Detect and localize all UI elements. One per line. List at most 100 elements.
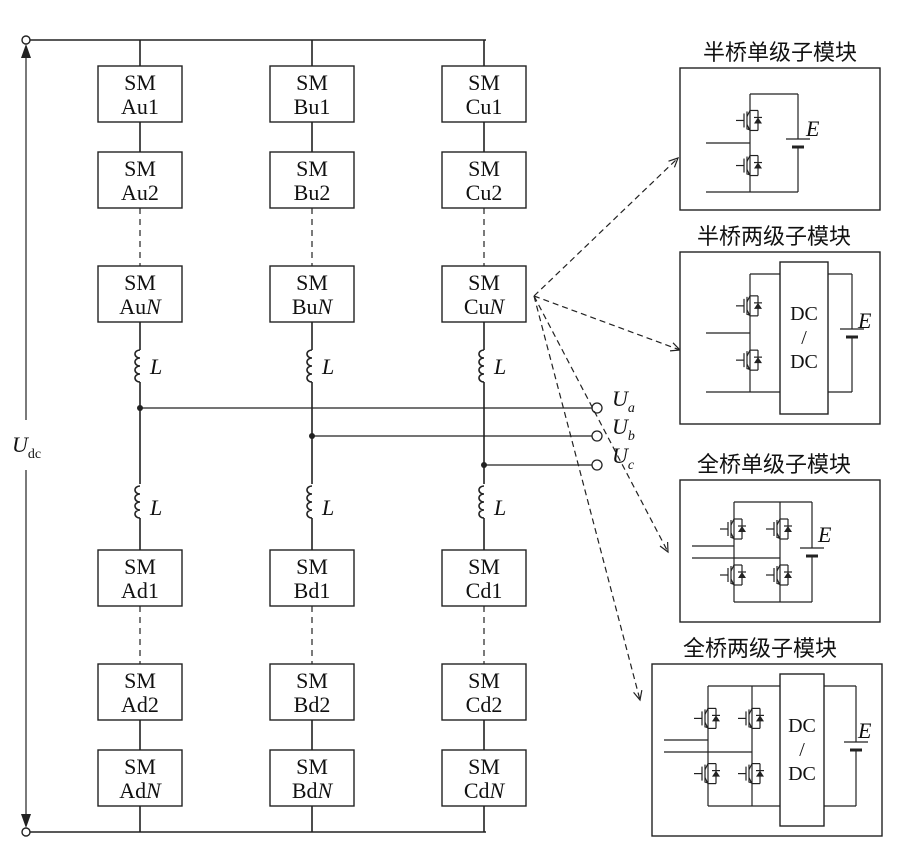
sm-lower-1-0-label-sm: SM xyxy=(296,554,328,579)
submodule-full-single: 全桥单级子模块 E xyxy=(679,453,881,623)
sm-upper-1-0-id-text: Bu1 xyxy=(294,94,331,119)
diode-triangle xyxy=(756,715,764,722)
sm-lower-2-1-label-id: Cd2 xyxy=(466,692,503,717)
sm-upper-1-2-box xyxy=(269,265,355,323)
sm-upper-0-0-label-sm: SM xyxy=(124,70,156,95)
output-terminal xyxy=(591,430,603,442)
sm-lower-2-0-label-id: Cd1 xyxy=(466,578,503,603)
sm-lower-0-0-id-text: Ad1 xyxy=(121,578,159,603)
diode-triangle xyxy=(738,526,746,532)
emitter-arrow xyxy=(777,582,780,585)
lower-inductor xyxy=(478,485,485,519)
sm-upper-1-0-label-sm: SM xyxy=(296,70,328,95)
collector xyxy=(776,564,781,572)
sm-lower-2-1-label-sm: SM xyxy=(468,668,500,693)
submodule-title-3: 全桥两级子模块 xyxy=(683,637,837,662)
sm-upper-0-2-id-ital: N xyxy=(145,294,162,319)
sm-upper-2-1-id-text: Cu2 xyxy=(466,180,503,205)
source-label: E xyxy=(857,718,872,743)
sm-lower-1-0-box xyxy=(269,549,355,607)
output-terminal xyxy=(591,459,603,471)
sm-lower-1-0-id-text: Bd1 xyxy=(294,578,331,603)
hb-switch-upper xyxy=(736,109,762,132)
sm-upper-2-2-label-sm: SM xyxy=(468,270,500,295)
sm-lower-1-2-id-ital: N xyxy=(317,778,334,803)
fb-left-switch-upper xyxy=(720,518,746,540)
sm-lower-0-1-label-id: Ad2 xyxy=(121,692,159,717)
sm-upper-2-2-id-ital: N xyxy=(489,294,506,319)
dcdc-box-top: DC xyxy=(790,303,818,325)
submodule-panel-0 xyxy=(679,67,881,211)
sm-lower-1-1-label-id: Bd2 xyxy=(294,692,331,717)
udc-arrowhead-down xyxy=(21,814,31,828)
dcdc-box-bottom: DC xyxy=(788,763,816,785)
diode-triangle xyxy=(784,526,792,532)
sm-lower-1-1-box xyxy=(269,663,355,721)
sm-upper-2-0-label-id: Cu1 xyxy=(466,94,503,119)
submodule-title-2: 全桥单级子模块 xyxy=(697,453,851,478)
sm-lower-0-2-label-sm: SM xyxy=(124,754,156,779)
collector xyxy=(748,708,753,715)
pointer-arrow-1 xyxy=(533,295,681,351)
collector xyxy=(776,518,781,526)
collector xyxy=(748,763,753,770)
sm-upper-0-2-box xyxy=(97,265,183,323)
output-label-0: Ua xyxy=(612,386,635,416)
sm-lower-2-2-id-text: Cd xyxy=(464,778,490,803)
output-label-sub: b xyxy=(628,429,635,444)
upper-inductor xyxy=(134,349,141,383)
sm-upper-2-2-id-text: Cu xyxy=(464,294,490,319)
lower-inductor xyxy=(134,485,141,519)
sm-upper-1-2-id-text: Bu xyxy=(292,294,318,319)
source-label: E xyxy=(857,308,872,333)
output-terminal xyxy=(591,402,603,414)
negative-terminal xyxy=(21,827,31,837)
dcdc-box-mid: / xyxy=(801,327,807,349)
emitter-arrow xyxy=(705,780,708,784)
sm-lower-2-0-label-sm: SM xyxy=(468,554,500,579)
sm-lower-2-2-label-sm: SM xyxy=(468,754,500,779)
emitter-arrow xyxy=(747,127,750,131)
diode-triangle xyxy=(712,715,720,722)
sm-upper-1-0-box xyxy=(269,65,355,123)
sm-upper-2-1-box xyxy=(441,151,527,209)
submodule-title-1: 半桥两级子模块 xyxy=(697,225,851,250)
emitter-arrow xyxy=(731,582,734,585)
sm-upper-0-0-box xyxy=(97,65,183,123)
udc-label: Udc xyxy=(12,432,41,462)
emitter-arrow xyxy=(749,725,752,729)
hb-switch-upper xyxy=(736,295,762,317)
sm-upper-2-1-label-id: Cu2 xyxy=(466,180,503,205)
fb-left-switch-lower xyxy=(720,564,746,586)
sm-lower-2-2-box xyxy=(441,749,527,807)
sm-upper-1-0-label-id: Bu1 xyxy=(294,94,331,119)
emitter-arrow xyxy=(747,312,750,316)
diode-triangle xyxy=(756,770,764,777)
pointer-arrowhead xyxy=(659,541,669,554)
sm-lower-1-1-id-text: Bd2 xyxy=(294,692,331,717)
sm-upper-0-1-label-id: Au2 xyxy=(121,180,159,205)
dcdc-box xyxy=(779,261,829,415)
sm-lower-1-2-label-id: BdN xyxy=(292,778,334,803)
sm-lower-2-0-box xyxy=(441,549,527,607)
phase-legs: LLSMAu1SMAu2SMAuNSMAd1SMAd2SMAdNLLSMBu1S… xyxy=(97,40,527,832)
sm-lower-0-2-id-ital: N xyxy=(145,778,162,803)
submodule-panels: 半桥单级子模块E半桥两级子模块DC/DCE全桥单级子模块E全桥两级子模块DC/D… xyxy=(651,41,883,837)
output-label-1: Ub xyxy=(612,414,635,444)
inductor-label: L xyxy=(149,354,162,379)
collector xyxy=(704,763,709,770)
sm-lower-0-1-box xyxy=(97,663,183,721)
sm-upper-1-1-label-sm: SM xyxy=(296,156,328,181)
inductor-label: L xyxy=(321,495,334,520)
sm-lower-0-0-label-sm: SM xyxy=(124,554,156,579)
emitter-arrow xyxy=(747,367,750,371)
sm-upper-2-0-box xyxy=(441,65,527,123)
sm-upper-2-2-label-id: CuN xyxy=(464,294,506,319)
lower-inductor xyxy=(306,485,313,519)
emitter-arrow xyxy=(705,725,708,729)
source-label: E xyxy=(817,522,832,547)
submodule-title-0: 半桥单级子模块 xyxy=(703,41,857,66)
collector xyxy=(746,295,751,303)
